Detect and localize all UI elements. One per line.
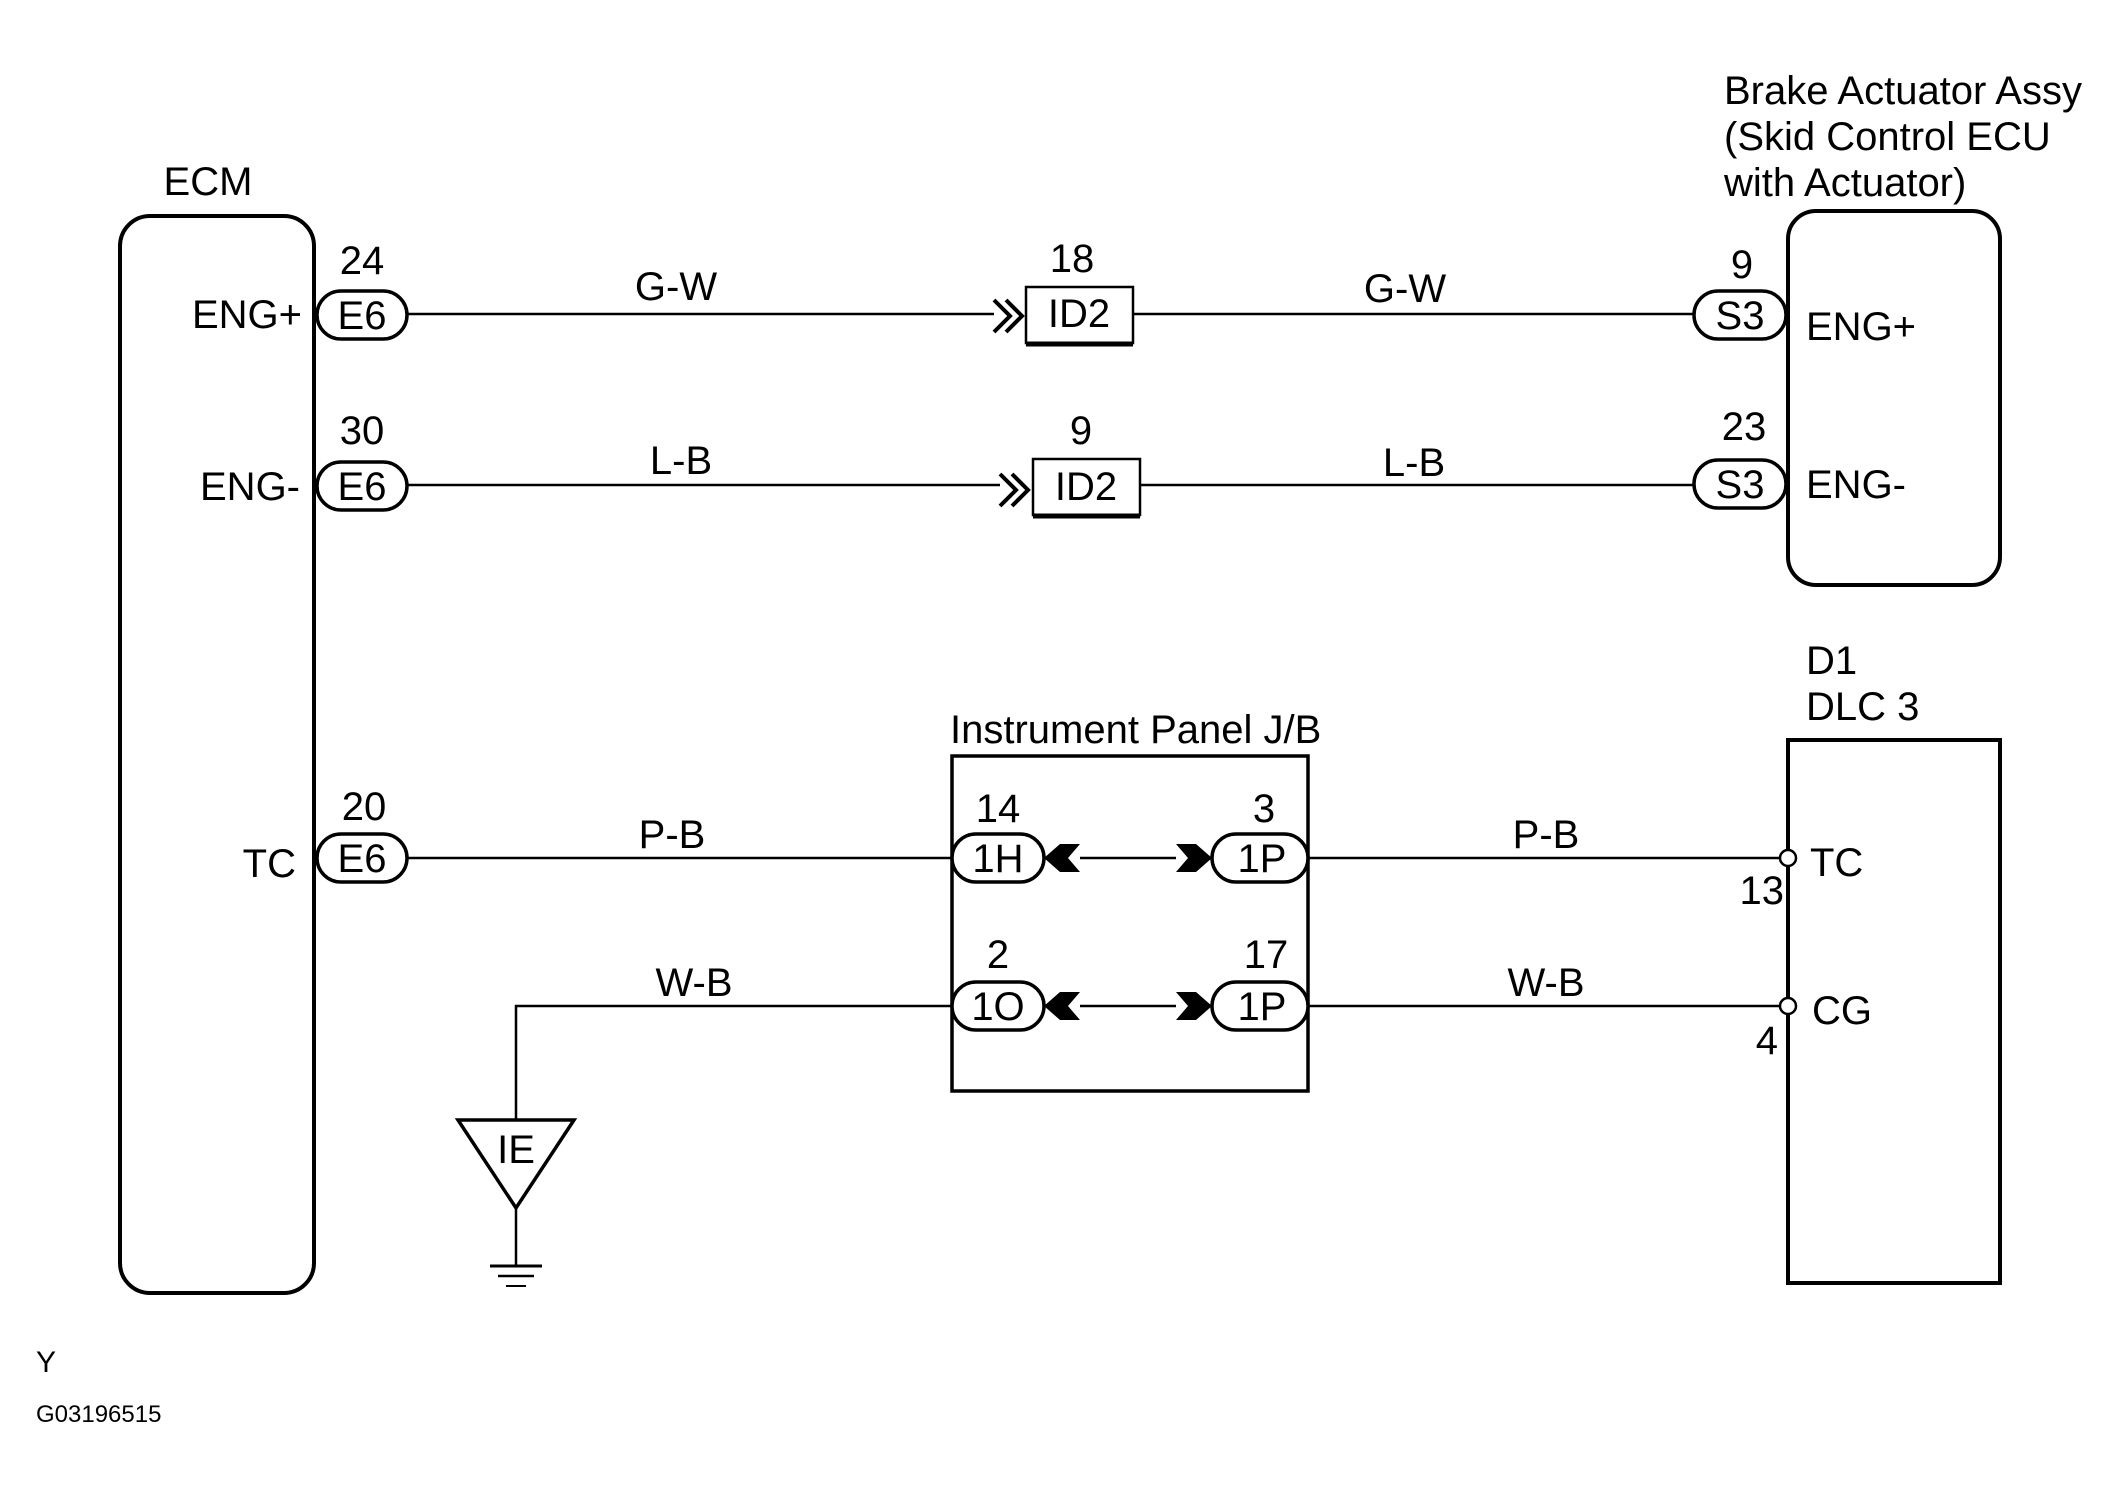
junction-block: Instrument Panel J/B xyxy=(950,708,1321,1093)
dlc3-pin-tc-number: 13 xyxy=(1740,869,1785,913)
connector-id2-top: 18 ID2 xyxy=(992,237,1135,347)
connector-code: S3 xyxy=(1716,294,1765,338)
chevron-left-icon xyxy=(1044,992,1080,1020)
connector-ecm-tc: 20 E6 xyxy=(315,785,409,884)
chevron-icon xyxy=(1004,298,1025,334)
ecm-pin-eng-plus: ENG+ xyxy=(192,293,302,337)
connector-pin-number: 18 xyxy=(1050,237,1095,281)
ground-ie: IE xyxy=(454,1118,578,1287)
connector-pin-number: 17 xyxy=(1244,933,1289,977)
connector-code: E6 xyxy=(338,294,387,338)
connector-jb-1p-top: 3 1P xyxy=(1176,787,1310,884)
connector-pin-number: 14 xyxy=(976,787,1021,831)
connector-ecm-eng-minus: 30 E6 xyxy=(315,409,409,512)
connector-code: 1H xyxy=(972,837,1023,881)
connector-code: 1P xyxy=(1238,837,1287,881)
connector-pin-number: 23 xyxy=(1722,405,1767,449)
wire-eng-minus: L-B L-B xyxy=(407,439,1694,487)
wire-tc: P-B P-B xyxy=(407,813,1780,860)
connector-code: ID2 xyxy=(1048,292,1110,336)
chevron-icon xyxy=(998,472,1019,508)
ground-label: IE xyxy=(497,1128,535,1172)
wire-color-label: G-W xyxy=(635,265,717,309)
dlc3-title-line-2: DLC 3 xyxy=(1806,685,1919,729)
brake-actuator-pin-eng-minus: ENG- xyxy=(1806,463,1906,507)
dlc3-pin-cg-number: 4 xyxy=(1756,1019,1778,1063)
dlc3-pin-tc-terminal xyxy=(1778,848,1798,868)
dlc3-title-line-1: D1 xyxy=(1806,639,1857,683)
dlc3-box xyxy=(1786,738,2002,1285)
wire-eng-plus: G-W G-W xyxy=(407,265,1694,316)
connector-s3-top: 9 S3 xyxy=(1692,243,1788,341)
chevron-icon xyxy=(1010,472,1031,508)
brake-actuator-title-line-3: with Actuator) xyxy=(1723,161,1966,205)
brake-actuator-pin-eng-plus: ENG+ xyxy=(1806,305,1916,349)
chevron-right-icon xyxy=(1176,844,1212,872)
chevron-right-icon xyxy=(1176,992,1212,1020)
ecm-box xyxy=(118,214,316,1295)
ecm-pin-eng-minus: ENG- xyxy=(200,465,300,509)
connector-jb-1o: 2 1O xyxy=(950,933,1080,1032)
connector-jb-1p-bottom: 17 1P xyxy=(1176,933,1310,1032)
connector-code: E6 xyxy=(338,837,387,881)
wire-color-label: W-B xyxy=(655,961,732,1005)
connector-pin-number: 30 xyxy=(340,409,385,453)
connector-pin-number: 20 xyxy=(342,785,387,829)
wire-color-label: W-B xyxy=(1507,961,1584,1005)
connector-pin-number: 3 xyxy=(1253,787,1275,831)
ecm-pin-tc: TC xyxy=(243,842,296,886)
ground-point-triangle xyxy=(454,1118,578,1212)
chevron-left-icon xyxy=(1044,844,1080,872)
connector-id2-bottom: 9 ID2 xyxy=(998,409,1142,519)
wire-color-label: P-B xyxy=(1513,813,1580,857)
dlc3-component: D1 DLC 3 TC CG 13 4 xyxy=(1740,639,2002,1285)
connector-code: S3 xyxy=(1716,463,1765,507)
dlc3-pin-tc: TC xyxy=(1810,841,1863,885)
connector-code: E6 xyxy=(338,465,387,509)
connector-ecm-eng-plus: 24 E6 xyxy=(315,239,409,341)
wire-color-label: L-B xyxy=(650,439,712,483)
brake-actuator-title-line-1: Brake Actuator Assy xyxy=(1724,69,2082,113)
brake-actuator-title-line-2: (Skid Control ECU xyxy=(1724,115,2051,159)
wire-cg: W-B W-B xyxy=(514,961,1780,1150)
connector-code: 1O xyxy=(971,985,1024,1029)
junction-block-box xyxy=(950,754,1310,1093)
ecm-component: ECM ENG+ ENG- TC xyxy=(118,160,316,1295)
junction-block-title: Instrument Panel J/B xyxy=(950,708,1321,752)
connector-box xyxy=(1031,457,1142,517)
ecm-title: ECM xyxy=(164,160,253,204)
dlc3-pin-cg: CG xyxy=(1812,989,1872,1033)
connector-jb-1h: 14 1H xyxy=(950,787,1080,884)
chevron-icon xyxy=(992,298,1013,334)
connector-pin-number: 9 xyxy=(1070,409,1092,453)
connector-pin-number: 2 xyxy=(987,933,1009,977)
dlc3-pin-cg-terminal xyxy=(1778,996,1798,1016)
connector-pin-number: 24 xyxy=(340,239,385,283)
connector-code: ID2 xyxy=(1055,465,1117,509)
brake-actuator-box xyxy=(1786,209,2002,587)
brake-actuator-component: Brake Actuator Assy (Skid Control ECU wi… xyxy=(1723,69,2082,587)
wire-color-label: L-B xyxy=(1383,441,1445,485)
wire-color-label: P-B xyxy=(639,813,706,857)
connector-code: 1P xyxy=(1238,985,1287,1029)
connector-pin-number: 9 xyxy=(1731,243,1753,287)
footer-corner-letter: Y xyxy=(36,1346,56,1379)
footer-figure-id: G03196515 xyxy=(36,1401,161,1428)
connector-s3-bottom: 23 S3 xyxy=(1692,405,1788,510)
wire-color-label: G-W xyxy=(1364,267,1446,311)
